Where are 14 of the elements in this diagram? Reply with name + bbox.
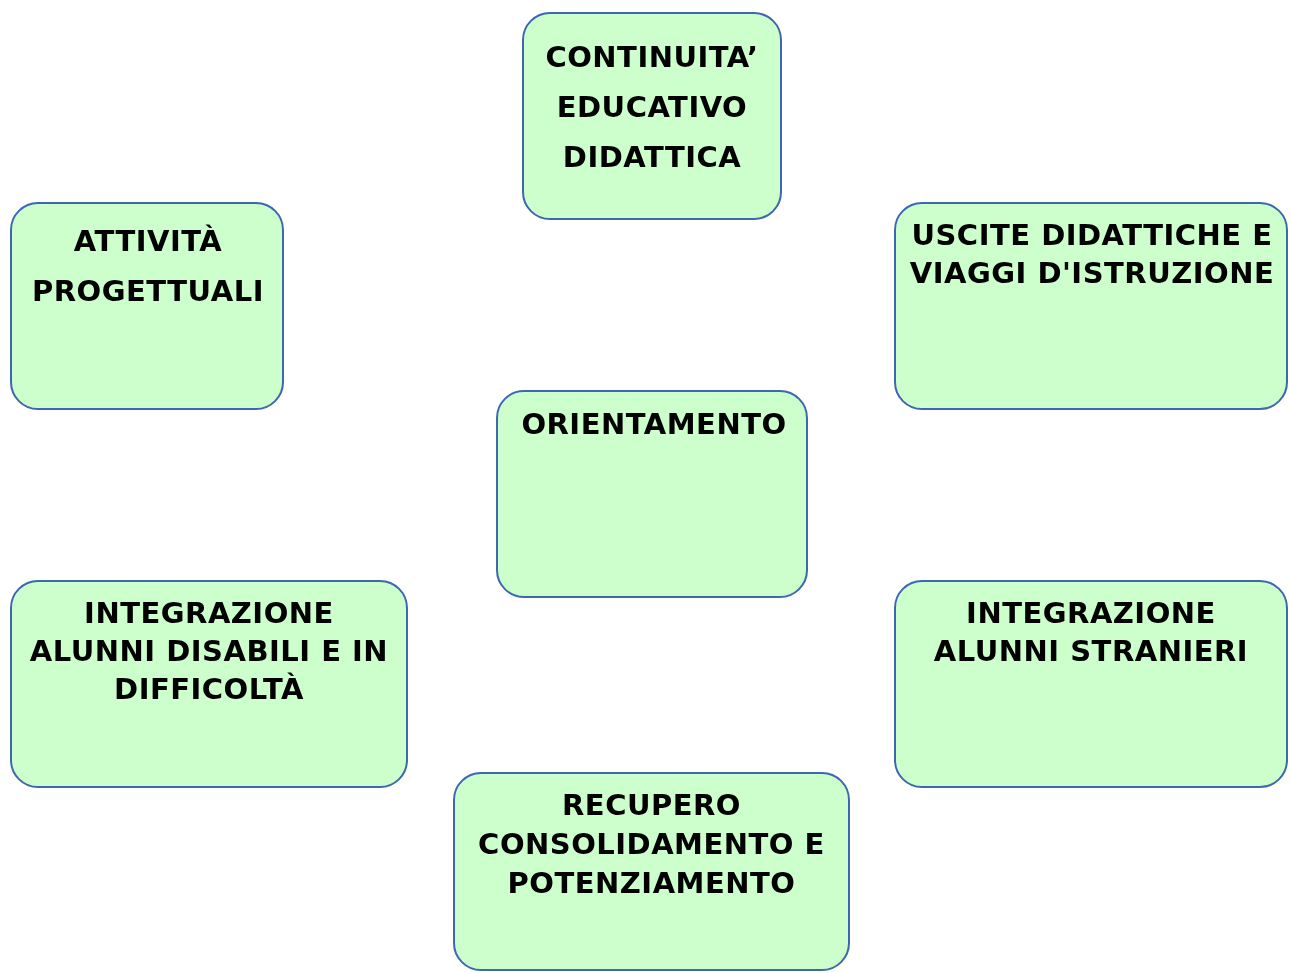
box-label: ORIENTAMENTO — [520, 406, 788, 443]
rounded-box — [453, 772, 850, 971]
rounded-box — [10, 580, 408, 788]
rounded-box — [894, 202, 1288, 410]
rounded-box — [522, 12, 782, 220]
box-label: CONTINUITA’ EDUCATIVO DIDATTICA — [544, 39, 760, 176]
rounded-box — [496, 390, 808, 598]
box-label: INTEGRAZIONE ALUNNI DISABILI E IN DIFFICOLTÀ — [28, 595, 390, 708]
rounded-box — [10, 202, 284, 410]
box-label: RECUPERO CONSOLIDAMENTO E POTENZIAMENTO — [477, 787, 826, 902]
box-label: USCITE DIDATTICHE E VIAGGI D'ISTRUZIONE — [908, 217, 1276, 292]
box-label: INTEGRAZIONE ALUNNI STRANIERI — [932, 595, 1250, 670]
box-label: ATTIVITÀ PROGETTUALI — [31, 223, 265, 310]
rounded-box — [894, 580, 1288, 788]
